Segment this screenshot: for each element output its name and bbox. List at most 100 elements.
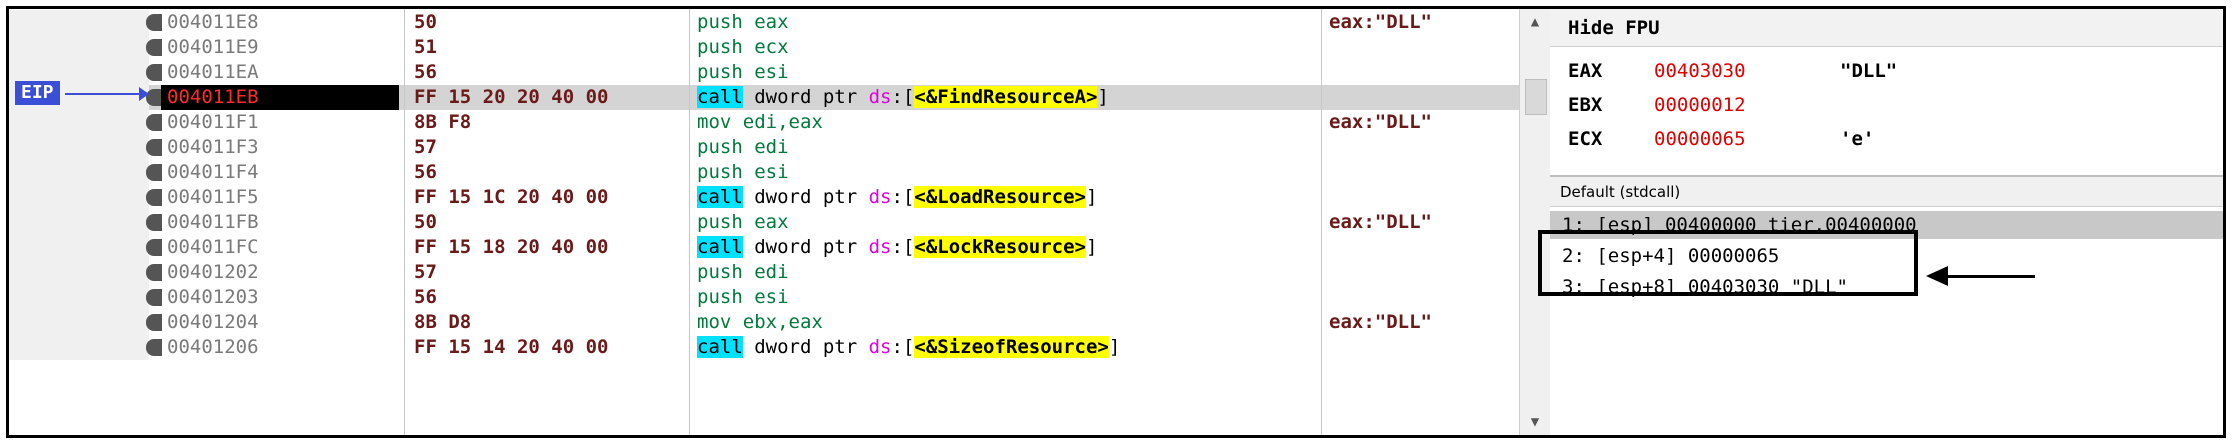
scroll-thumb[interactable] [1525, 79, 1547, 115]
breakpoint-marker-icon[interactable] [146, 289, 162, 306]
instruction-operand: esi [754, 61, 789, 83]
register-value[interactable]: 00403030 [1654, 60, 1746, 82]
operand-bracket: :[ [891, 186, 915, 208]
column-separator[interactable] [404, 9, 405, 435]
hide-fpu-button[interactable]: Hide FPU [1550, 9, 2223, 47]
instruction: push esi [697, 60, 789, 85]
address: 00401203 [167, 286, 259, 308]
gutter[interactable] [9, 260, 149, 285]
gutter[interactable] [9, 185, 149, 210]
call-stack-pane: Default (stdcall) 1: [esp] 00400000 tier… [1550, 177, 2223, 435]
operand-bracket: :[ [891, 86, 915, 108]
breakpoint-marker-icon[interactable] [146, 239, 162, 256]
address: 004011FB [167, 211, 259, 233]
comment: eax:"DLL" [1329, 311, 1432, 333]
register-comment: 'e' [1840, 128, 1875, 150]
breakpoint-marker-icon[interactable] [146, 339, 162, 356]
gutter[interactable] [9, 135, 149, 160]
address: 004011EB [161, 85, 399, 110]
stack-argument-row[interactable]: 2: [esp+4] 00000065 [1562, 245, 1780, 267]
register-comment: "DLL" [1840, 60, 1898, 82]
instruction-mnemonic: call [697, 336, 743, 358]
gutter[interactable] [9, 210, 149, 235]
gutter[interactable] [9, 160, 149, 185]
breakpoint-marker-icon[interactable] [146, 264, 162, 281]
instruction: push edi [697, 135, 789, 160]
address: 00401202 [167, 261, 259, 283]
gutter[interactable] [9, 35, 149, 60]
breakpoint-marker-icon[interactable] [146, 39, 162, 56]
register-row[interactable]: EAX 00403030 "DLL" [1550, 55, 2223, 87]
column-separator[interactable] [1321, 9, 1322, 435]
opcode-bytes: FF 15 14 20 40 00 [414, 336, 609, 358]
opcode-bytes: FF 15 1C 20 40 00 [414, 186, 609, 208]
instruction-operand: esi [754, 161, 789, 183]
spacer [743, 136, 754, 158]
register-row[interactable]: ECX 00000065 'e' [1550, 123, 2223, 155]
highlight-box [1538, 230, 1918, 296]
spacer [743, 211, 754, 233]
eip-label: EIP [15, 81, 60, 105]
spacer [743, 286, 754, 308]
instruction-operand: dword ptr [742, 186, 869, 208]
opcode-bytes: 51 [414, 36, 437, 58]
scroll-up-icon[interactable]: ▲ [1530, 14, 1540, 30]
disassembly-scrollbar[interactable]: ▲ ▼ [1519, 9, 1551, 435]
breakpoint-marker-icon[interactable] [146, 164, 162, 181]
calling-convention-dropdown[interactable]: Default (stdcall) [1550, 177, 2223, 207]
instruction-mnemonic: push [697, 261, 743, 283]
register-name: EAX [1568, 60, 1603, 82]
gutter[interactable] [9, 235, 149, 260]
breakpoint-marker-icon[interactable] [146, 14, 162, 31]
api-symbol: <&LoadResource> [914, 186, 1086, 208]
operand-tail: ] [1085, 236, 1098, 258]
opcode-bytes: 50 [414, 211, 437, 233]
column-separator[interactable] [689, 9, 690, 435]
breakpoint-marker-icon[interactable] [146, 214, 162, 231]
register-value[interactable]: 00000012 [1654, 94, 1746, 116]
breakpoint-marker-icon[interactable] [146, 89, 162, 106]
spacer [743, 161, 754, 183]
opcode-bytes: 56 [414, 286, 437, 308]
gutter[interactable] [9, 285, 149, 310]
register-value[interactable]: 00000065 [1654, 128, 1746, 150]
breakpoint-marker-icon[interactable] [146, 64, 162, 81]
comment: eax:"DLL" [1329, 11, 1432, 33]
breakpoint-marker-icon[interactable] [146, 139, 162, 156]
gutter[interactable] [9, 60, 149, 85]
opcode-bytes: 57 [414, 261, 437, 283]
register-name: ECX [1568, 128, 1603, 150]
instruction: mov edi,eax [697, 110, 823, 135]
gutter[interactable] [9, 110, 149, 135]
breakpoint-marker-icon[interactable] [146, 314, 162, 331]
instruction-operand: eax [754, 11, 789, 33]
scroll-down-icon[interactable]: ▼ [1530, 414, 1540, 430]
spacer [743, 61, 754, 83]
gutter[interactable] [9, 10, 149, 35]
instruction-operand: dword ptr [742, 336, 869, 358]
breakpoint-marker-icon[interactable] [146, 189, 162, 206]
instruction-mnemonic: push [697, 11, 743, 33]
gutter[interactable] [9, 335, 149, 360]
opcode-bytes: 57 [414, 136, 437, 158]
annotation-arrow-line [1945, 275, 2035, 278]
instruction-mnemonic: push [697, 36, 743, 58]
breakpoint-marker-icon[interactable] [146, 114, 162, 131]
gutter[interactable] [9, 310, 149, 335]
